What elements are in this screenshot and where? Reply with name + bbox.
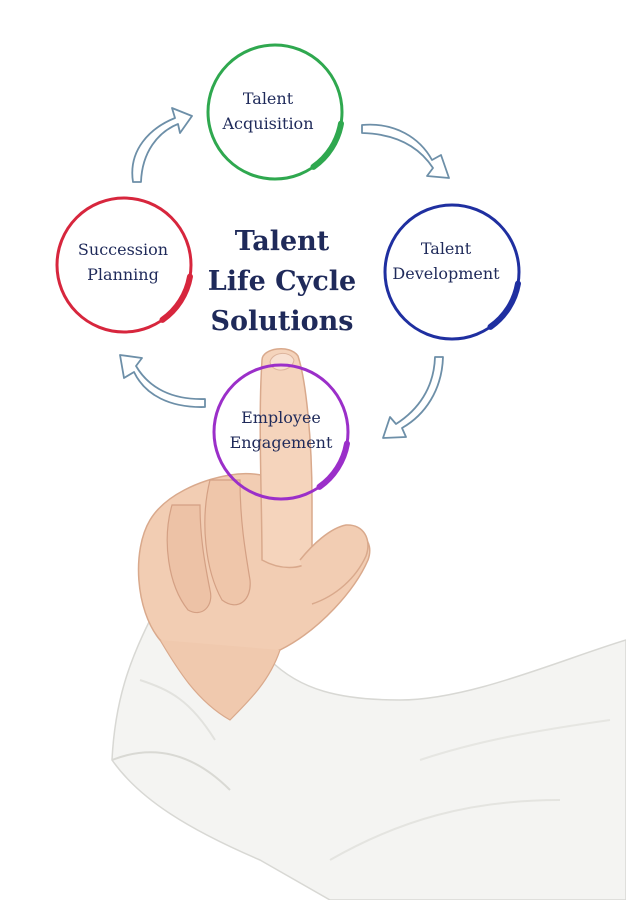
arrow-engagement-to-succession <box>119 354 206 408</box>
center-title-line-3: Solutions <box>211 306 354 337</box>
node-label-development-line-1: Talent <box>421 239 472 258</box>
node-circle-accent-succession <box>159 273 193 323</box>
node-circle-accent-acquisition <box>310 120 344 170</box>
node-label-engagement-line-1: Employee <box>241 408 321 427</box>
node-label-succession-line-1: Succession <box>78 240 168 259</box>
node-circle-accent-development <box>487 280 521 330</box>
node-circle-development <box>383 203 521 341</box>
arrow-development-to-engagement <box>382 356 444 439</box>
node-circle-acquisition <box>206 43 344 181</box>
node-label-acquisition-line-1: Talent <box>243 89 294 108</box>
node-circle-succession <box>55 196 193 334</box>
node-label-succession-line-2: Planning <box>87 265 159 284</box>
pointing-hand <box>137 348 371 721</box>
node-label-engagement-line-2: Engagement <box>230 433 333 452</box>
node-circle-accent-engagement <box>316 440 350 490</box>
arrow-acquisition-to-development <box>361 123 450 179</box>
cycle-arrows <box>119 107 450 439</box>
node-circles <box>55 43 521 501</box>
center-title-line-1: Talent <box>235 226 330 257</box>
node-circle-engagement <box>212 363 350 501</box>
node-label-development-line-2: Development <box>392 264 500 283</box>
center-title-line-2: Life Cycle <box>208 266 357 297</box>
node-label-acquisition-line-2: Acquisition <box>222 114 314 133</box>
arrow-succession-to-acquisition <box>131 107 193 183</box>
